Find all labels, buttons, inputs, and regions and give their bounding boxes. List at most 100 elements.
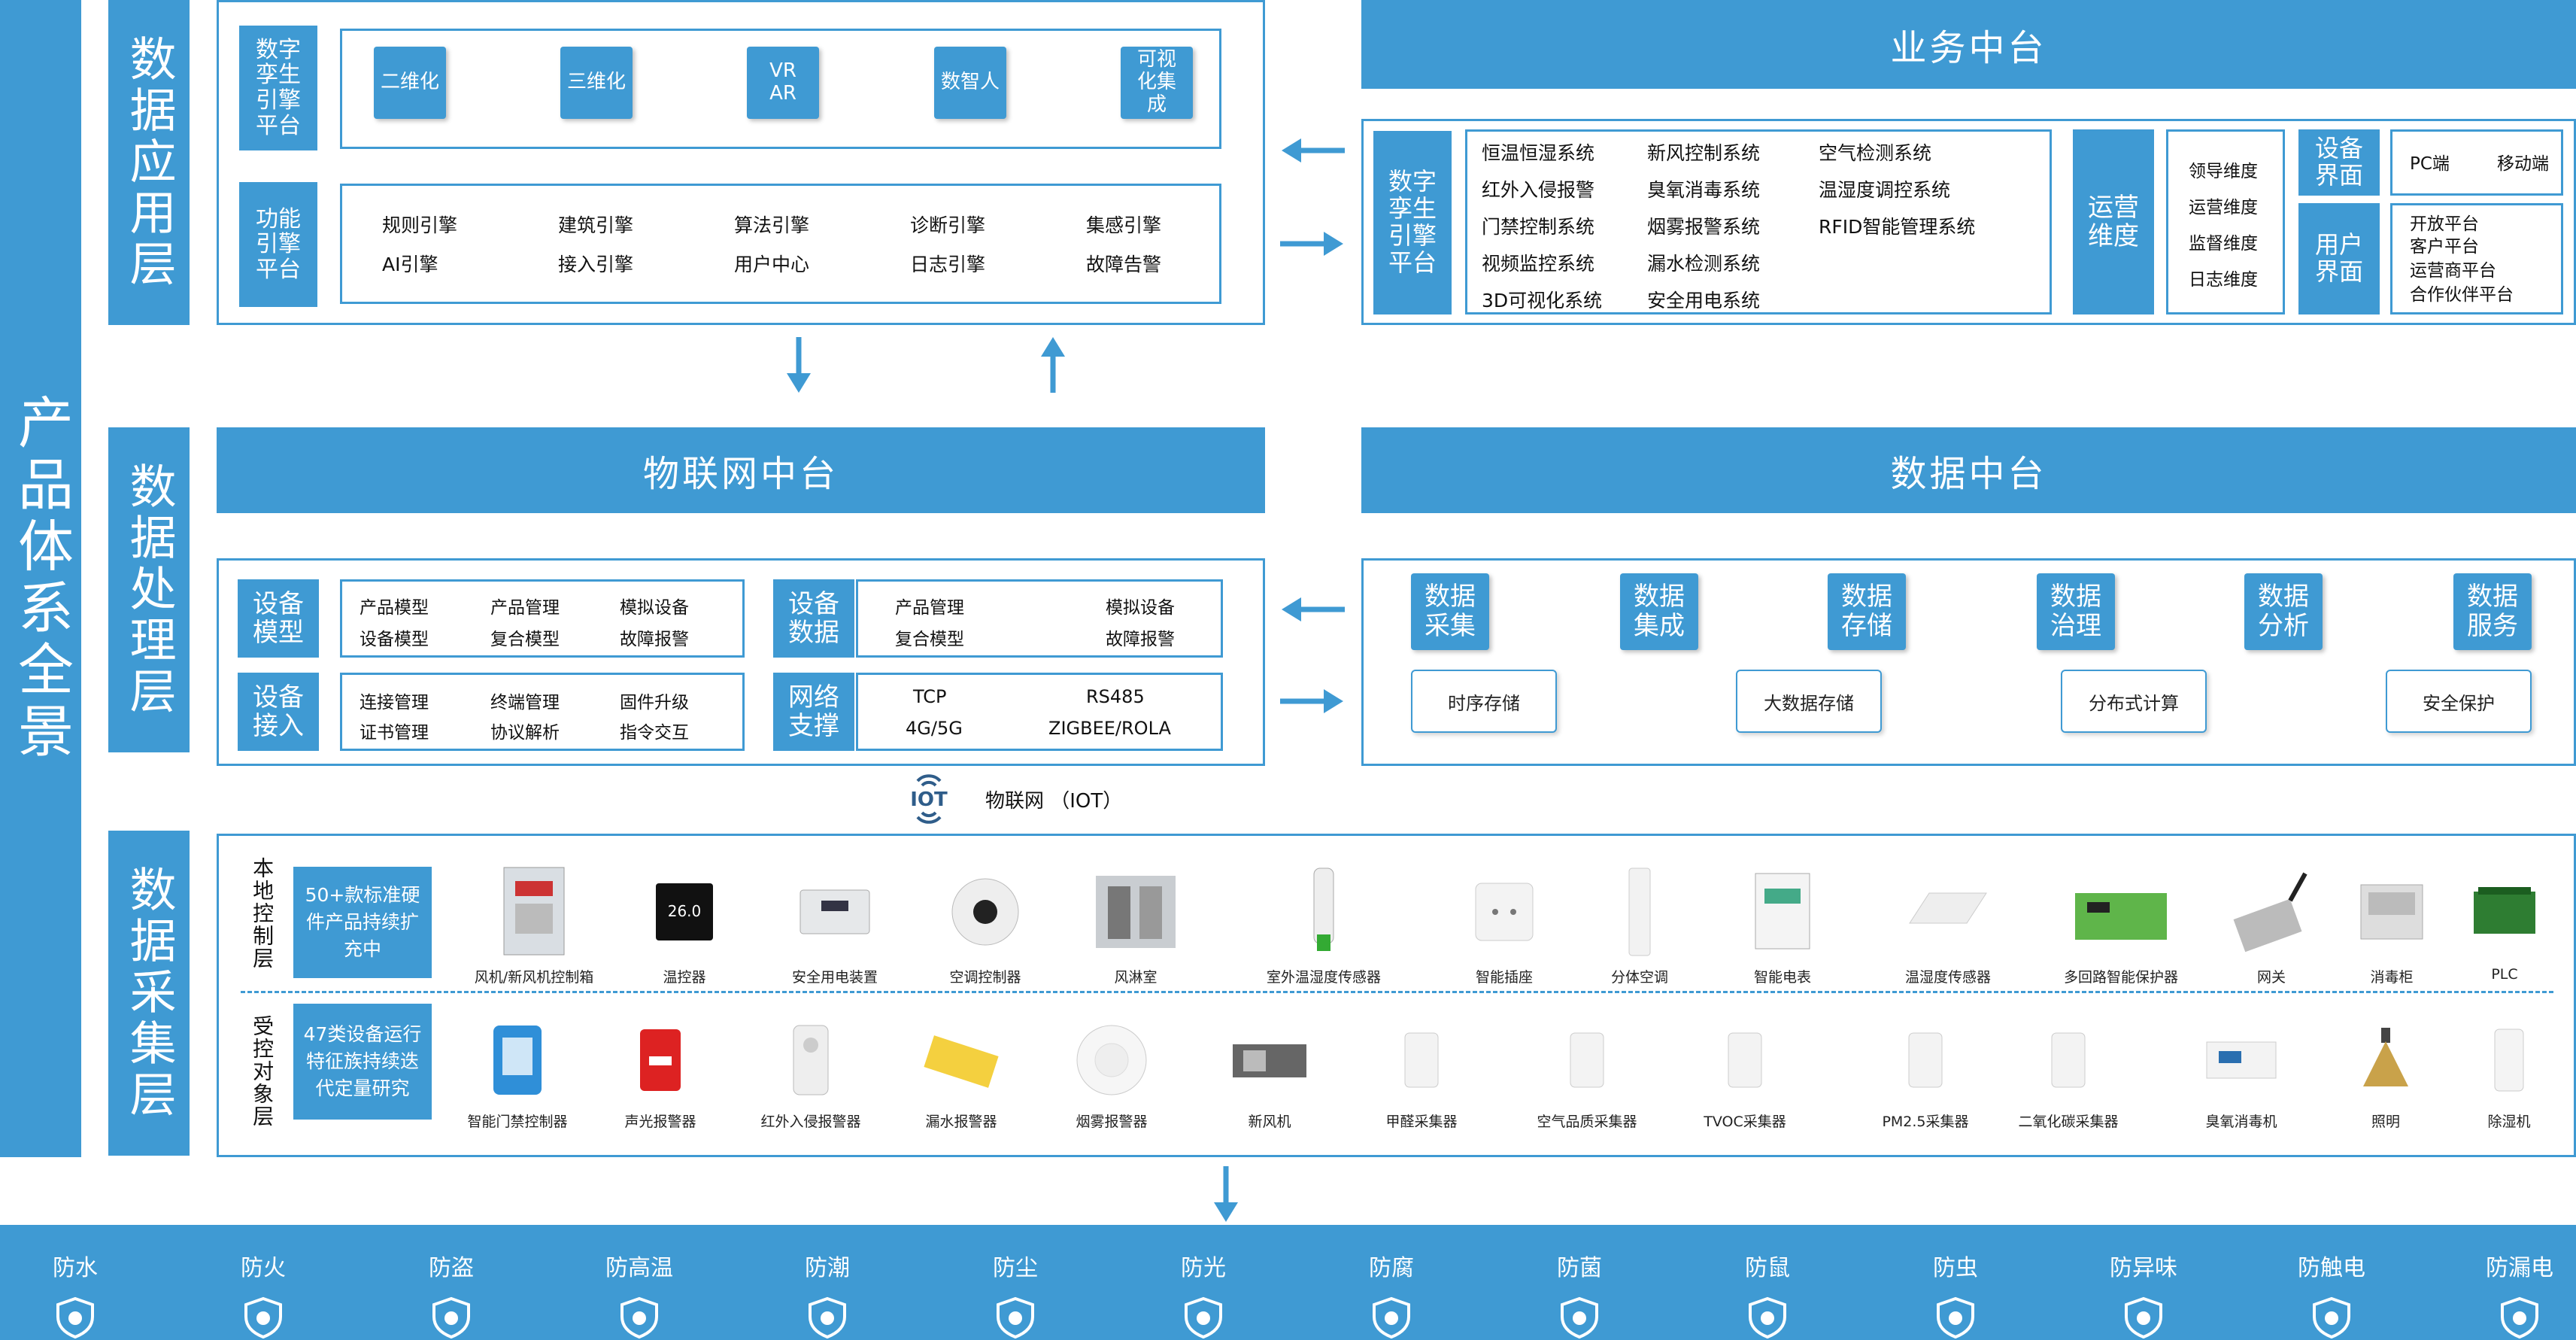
device-air-quality-collector[interactable]: 空气品质采集器 bbox=[1497, 1016, 1677, 1131]
user-ui-label: 用户界面 bbox=[2298, 203, 2380, 314]
protection-5[interactable]: 防潮 bbox=[782, 1249, 872, 1339]
protection-10[interactable]: 防鼠 bbox=[1722, 1249, 1813, 1339]
device-gateway[interactable]: 网关 bbox=[2196, 864, 2347, 986]
protection-label: 防异味 bbox=[2110, 1255, 2177, 1281]
user-ui-box bbox=[2390, 203, 2563, 314]
protection-label: 防菌 bbox=[1557, 1255, 1602, 1281]
device-sterilizer-cabinet[interactable]: 消毒柜 bbox=[2332, 864, 2452, 986]
data-service-button[interactable]: 数据服务 bbox=[2453, 573, 2532, 650]
dev-access-item: 指令交互 bbox=[620, 723, 689, 743]
data-govern-button[interactable]: 数据治理 bbox=[2037, 573, 2115, 650]
device-ui-box bbox=[2390, 129, 2563, 196]
device-th-sensor[interactable]: 温湿度传感器 bbox=[1858, 864, 2038, 986]
device-formaldehyde-collector[interactable]: 甲醛采集器 bbox=[1346, 1016, 1497, 1131]
protection-3[interactable]: 防盗 bbox=[406, 1249, 496, 1339]
func-item: 规则引擎 bbox=[382, 214, 458, 236]
device-air-shower[interactable]: 风淋室 bbox=[1060, 864, 1211, 986]
protection-label: 防鼠 bbox=[1745, 1255, 1790, 1281]
protection-9[interactable]: 防菌 bbox=[1534, 1249, 1625, 1339]
system-item: 红外入侵报警 bbox=[1482, 179, 1595, 201]
dev-model-label: 设备模型 bbox=[238, 579, 319, 658]
data-analyze-button[interactable]: 数据分析 bbox=[2244, 573, 2323, 650]
ops-item: 监督维度 bbox=[2189, 234, 2258, 254]
mouse-shield-icon bbox=[1749, 1296, 1786, 1339]
twin-item-3d[interactable]: 三维化 bbox=[560, 47, 633, 119]
func-engine-label: 功能引擎平台 bbox=[239, 182, 317, 307]
layer-process-label: 数据处理层 bbox=[108, 427, 190, 752]
device-sound-light-alarm[interactable]: 声光报警器 bbox=[585, 1016, 736, 1131]
twin-item-digital-human[interactable]: 数智人 bbox=[934, 47, 1006, 119]
business-systems-box bbox=[1465, 129, 2052, 314]
arrow-down-icon bbox=[787, 337, 811, 393]
water-drops-icon bbox=[56, 1296, 94, 1339]
network-item: RS485 bbox=[1086, 686, 1145, 707]
business-platform-title: 业务中台 bbox=[1361, 0, 2576, 89]
bigdata-storage-box[interactable]: 大数据存储 bbox=[1736, 670, 1882, 733]
ops-item: 日志维度 bbox=[2189, 270, 2258, 290]
protection-1[interactable]: 防水 bbox=[30, 1249, 120, 1339]
protection-4[interactable]: 防高温 bbox=[594, 1249, 684, 1339]
protection-7[interactable]: 防光 bbox=[1158, 1249, 1249, 1339]
controlled-object-label: 受控对象层 bbox=[250, 1015, 275, 1128]
dev-model-item: 复合模型 bbox=[490, 630, 560, 649]
dev-access-item: 协议解析 bbox=[490, 723, 560, 743]
system-item: 新风控制系统 bbox=[1647, 142, 1761, 164]
svg-text:IOT: IOT bbox=[910, 789, 948, 811]
device-smoke-alarm[interactable]: 烟雾报警器 bbox=[1036, 1016, 1187, 1131]
protection-6[interactable]: 防尘 bbox=[970, 1249, 1060, 1339]
twin-item-visual-integration[interactable]: 可视化集成 bbox=[1121, 47, 1193, 119]
device-outdoor-th-sensor[interactable]: 室外温湿度传感器 bbox=[1233, 864, 1414, 986]
device-fan-controller[interactable]: 风机/新风机控制箱 bbox=[459, 864, 609, 986]
protection-13[interactable]: 防触电 bbox=[2286, 1249, 2377, 1339]
svg-text:26.0: 26.0 bbox=[668, 902, 702, 920]
data-integrate-button[interactable]: 数据集成 bbox=[1620, 573, 1698, 650]
device-ozone-sterilizer[interactable]: 臭氧消毒机 bbox=[2166, 1016, 2317, 1131]
device-smart-socket[interactable]: 智能插座 bbox=[1429, 864, 1579, 986]
dev-access-item: 终端管理 bbox=[490, 693, 560, 713]
device-co2-collector[interactable]: 二氧化碳采集器 bbox=[1986, 1016, 2151, 1131]
system-item: 烟雾报警系统 bbox=[1647, 216, 1761, 238]
func-engine-items-box bbox=[340, 184, 1221, 304]
protection-label: 防光 bbox=[1181, 1255, 1226, 1281]
twin-engine-label: 数字孪生引擎平台 bbox=[239, 26, 317, 150]
protection-14[interactable]: 防漏电 bbox=[2474, 1249, 2565, 1339]
system-item: 恒温恒湿系统 bbox=[1482, 142, 1595, 164]
timeseries-storage-box[interactable]: 时序存储 bbox=[1411, 670, 1557, 733]
device-smart-meter[interactable]: 智能电表 bbox=[1707, 864, 1858, 986]
twin-item-vr-ar[interactable]: VR AR bbox=[747, 47, 819, 119]
data-store-button[interactable]: 数据存储 bbox=[1828, 573, 1906, 650]
heat-waves-icon bbox=[620, 1296, 658, 1339]
bolt-shield-icon bbox=[2313, 1296, 2350, 1339]
device-dehumidifier[interactable]: 除湿机 bbox=[2449, 1016, 2569, 1131]
twin-item-2d[interactable]: 二维化 bbox=[374, 47, 446, 119]
data-platform-title: 数据中台 bbox=[1361, 427, 2576, 513]
protection-12[interactable]: 防异味 bbox=[2098, 1249, 2189, 1339]
device-water-leak-alarm[interactable]: 漏水报警器 bbox=[886, 1016, 1036, 1131]
protection-label: 防虫 bbox=[1933, 1255, 1978, 1281]
device-tvoc-collector[interactable]: TVOC采集器 bbox=[1670, 1016, 1820, 1131]
dev-model-item: 产品管理 bbox=[490, 598, 560, 618]
data-collect-button[interactable]: 数据采集 bbox=[1411, 573, 1489, 650]
device-multi-circuit-protector[interactable]: 多回路智能保护器 bbox=[2016, 864, 2226, 986]
distributed-compute-box[interactable]: 分布式计算 bbox=[2061, 670, 2207, 733]
device-plc[interactable]: PLC bbox=[2452, 864, 2557, 983]
device-infrared-alarm[interactable]: 红外入侵报警器 bbox=[736, 1016, 886, 1131]
device-fresh-air-unit[interactable]: 新风机 bbox=[1194, 1016, 1345, 1131]
dev-data-item: 故障报警 bbox=[1106, 630, 1175, 649]
device-access-controller[interactable]: 智能门禁控制器 bbox=[435, 1016, 600, 1131]
device-lighting[interactable]: 照明 bbox=[2311, 1016, 2461, 1131]
protection-11[interactable]: 防虫 bbox=[1910, 1249, 2001, 1339]
flame-icon bbox=[244, 1296, 282, 1339]
system-item: 漏水检测系统 bbox=[1647, 253, 1761, 275]
arrow-up-icon bbox=[1041, 337, 1065, 393]
data-platform-panel bbox=[1361, 558, 2576, 766]
device-ac-controller[interactable]: 空调控制器 bbox=[910, 864, 1060, 986]
network-item: ZIGBEE/ROLA bbox=[1048, 718, 1171, 739]
protection-2[interactable]: 防火 bbox=[218, 1249, 308, 1339]
device-thermostat[interactable]: 26.0 温控器 bbox=[609, 864, 760, 986]
security-protection-box[interactable]: 安全保护 bbox=[2386, 670, 2532, 733]
device-split-ac[interactable]: 分体空调 bbox=[1564, 864, 1715, 986]
protection-8[interactable]: 防腐 bbox=[1346, 1249, 1437, 1339]
device-electrical-safety[interactable]: 安全用电装置 bbox=[760, 864, 910, 986]
device-pm25-collector[interactable]: PM2.5采集器 bbox=[1850, 1016, 2001, 1131]
